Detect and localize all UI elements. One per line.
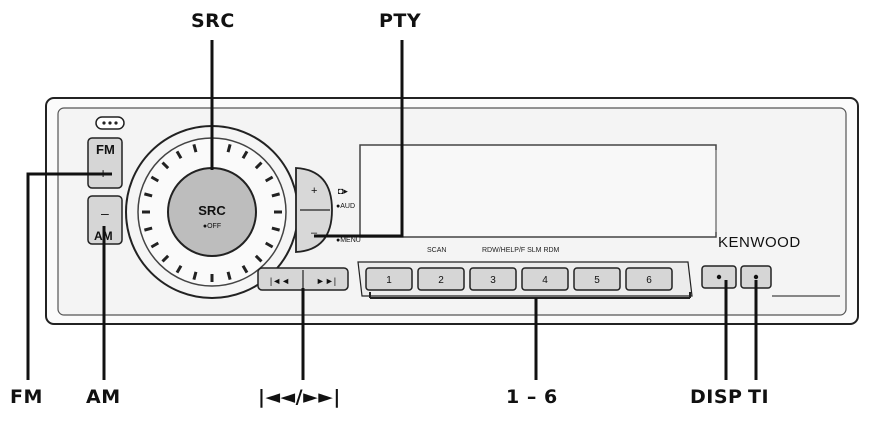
knob-tick [143,226,153,232]
knob-tick [264,175,274,183]
rocker-minus-icon: – [311,227,318,239]
callout-ti: TI [748,386,770,408]
knob-ticks [142,142,282,282]
preset-button-4[interactable] [521,267,569,291]
release-dot-icon [102,121,106,125]
knob-tick [271,192,281,198]
preset-button-label: 2 [438,275,444,286]
brand-logo: KENWOOD [718,234,801,251]
preset-button-label: 4 [542,275,548,286]
knob-tick [143,192,153,198]
callout-fm: FM [10,386,43,408]
knob-tick [192,143,198,153]
release-dot-icon [108,121,112,125]
knob-tick [192,271,198,281]
knob-tick [264,241,274,249]
seek-back-button[interactable]: |◄◄ [270,276,290,286]
function-row-label: RDW/HELP/F SLM RDM [482,247,560,254]
callout-pty: PTY [379,10,422,32]
knob-tick [175,264,183,274]
knob-tick [226,143,232,153]
rocker-plus-icon: + [311,185,317,197]
knob-tick [254,161,263,170]
minus-icon: – [101,205,109,221]
knob-tick [241,150,249,160]
fm-button-label: FM [96,142,115,157]
off-label: ●OFF [203,223,221,230]
preset-button-label: 5 [594,275,600,286]
preset-button-6[interactable] [625,267,673,291]
preset-button-label: 6 [646,275,652,286]
preset-button-5[interactable] [573,267,621,291]
knob-tick [241,264,249,274]
speaker-icon: ◘▸ [338,186,348,196]
knob-tick [150,175,160,183]
callout-src: SRC [191,10,235,32]
aud-label: ●AUD [336,203,355,210]
callout-disp: DISP [690,386,743,408]
preset-button-label: 3 [490,275,496,286]
knob-tick [175,150,183,160]
release-dot-icon [114,121,118,125]
preset-button-3[interactable] [469,267,517,291]
preset-button-label: 1 [386,275,392,286]
knob-tick [161,161,170,170]
knob-tick [254,254,263,263]
preset-button-1[interactable] [365,267,413,291]
pty-leader-line [314,40,404,238]
seek-forward-button[interactable]: ►►| [316,276,336,286]
knob-tick [150,241,160,249]
preset-buttons: 1 2 3 4 5 6 [365,267,673,291]
fm-leader-line [26,172,112,380]
callout-am: AM [86,386,121,408]
leader-lines [26,40,758,380]
src-knob-label: SRC [198,203,226,218]
disp-dot-icon [716,274,722,280]
preset-button-2[interactable] [417,267,465,291]
ti-dot-icon [753,274,759,280]
knob-tick [161,254,170,263]
display-window [359,144,717,238]
knob-tick [271,226,281,232]
menu-label: ●MENU [336,237,361,244]
callout-presets: 1 – 6 [506,386,558,408]
knob-tick [226,271,232,281]
callout-seek: |◄◄/►►| [258,386,341,408]
scan-label: SCAN [427,247,446,254]
